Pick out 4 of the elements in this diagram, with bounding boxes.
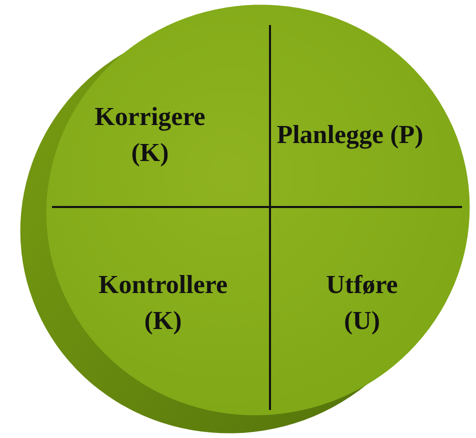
quadrant-label: Korrigere (K)	[94, 101, 206, 169]
quadrant-label: Utføre (U)	[325, 269, 399, 337]
quadrant-label: Planlegge (P)	[276, 119, 424, 151]
quadrant-label: Kontrollere (K)	[97, 269, 228, 337]
